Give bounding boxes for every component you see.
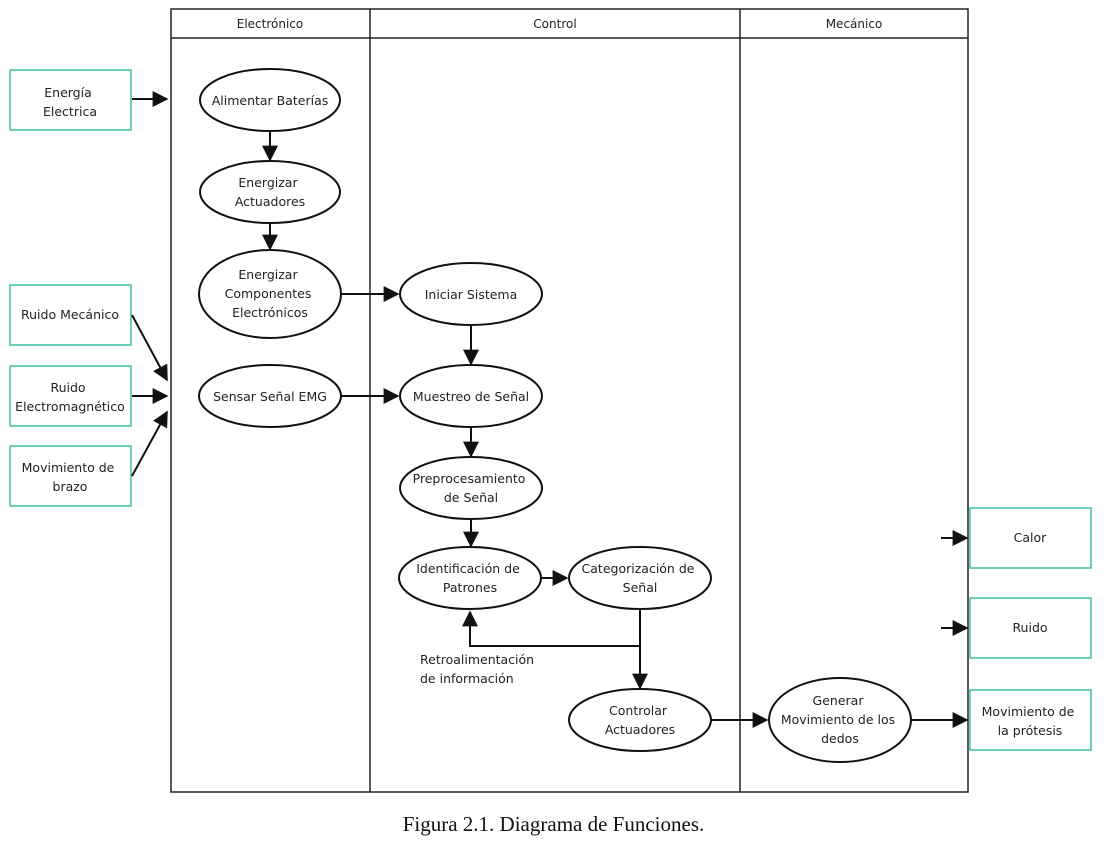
- node-label-categorizacion: Categorización de Señal: [582, 561, 699, 595]
- swimlane-frame: [170, 8, 969, 793]
- node-label-alimentar: Alimentar Baterías: [212, 93, 329, 108]
- node-label-generar: Generar Movimiento de los dedos: [781, 693, 899, 746]
- output-label-ruido: Ruido: [1012, 620, 1047, 635]
- node-label-preprocesamiento: Preprocesamiento de Señal: [413, 471, 530, 505]
- node-controlar-actuadores: [568, 688, 712, 752]
- function-diagram: Electrónico Control Mecánico Energía Ele…: [9, 8, 1092, 793]
- lane-title-control: Control: [533, 17, 576, 31]
- output-box-movimiento-protesis: [969, 689, 1092, 751]
- input-box-movimiento-brazo: [9, 445, 132, 507]
- node-label-sensar: Sensar Señal EMG: [213, 389, 327, 404]
- arrow-movimiento-brazo-in: [131, 410, 168, 477]
- node-identificacion-patrones: [398, 546, 542, 610]
- output-box-ruido: [969, 597, 1092, 659]
- node-label-energizar-actuadores: Energizar Actuadores: [235, 175, 305, 209]
- node-categorizacion-senal: [568, 546, 712, 610]
- node-label-iniciar: Iniciar Sistema: [425, 287, 518, 302]
- node-preprocesamiento: [399, 456, 543, 520]
- node-label-controlar: Controlar Actuadores: [605, 703, 675, 737]
- feedback-label: Retroalimentación de información: [420, 652, 538, 686]
- arrow-feedback-to-identificacion: [462, 610, 640, 647]
- output-box-calor: [969, 507, 1092, 569]
- node-label-identificacion: Identificación de Patrones: [416, 561, 524, 595]
- node-energizar-actuadores: [199, 160, 341, 224]
- arrow-ruido-mecanico-in: [131, 314, 168, 382]
- output-label-calor: Calor: [1014, 530, 1048, 545]
- input-label-energia: Energía Electrica: [43, 85, 97, 119]
- lane-title-mecanico: Mecánico: [826, 17, 883, 31]
- output-label-movimiento-protesis: Movimiento de la prótesis: [982, 704, 1079, 738]
- node-label-energizar-componentes: Energizar Componentes Electrónicos: [225, 267, 316, 320]
- input-label-ruido-electromagnetico: Ruido Electromagnético: [15, 380, 125, 414]
- input-label-movimiento-brazo: Movimiento de brazo: [22, 460, 119, 494]
- input-box-ruido-electromagnetico: [9, 365, 132, 427]
- node-label-muestreo: Muestreo de Señal: [413, 389, 529, 404]
- figure-caption: Figura 2.1. Diagrama de Funciones.: [402, 812, 705, 836]
- lane-title-electronico: Electrónico: [237, 17, 304, 31]
- input-box-ruido-mecanico: [9, 284, 132, 346]
- input-label-ruido-mecanico: Ruido Mecánico: [21, 307, 119, 322]
- input-box-energia: [9, 69, 132, 131]
